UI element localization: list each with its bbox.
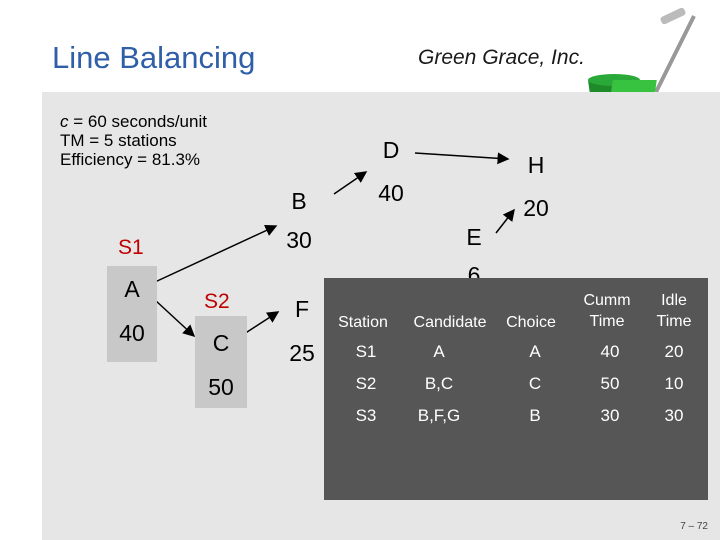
node-e-letter: E xyxy=(466,224,482,250)
node-h-time: 20 xyxy=(523,195,549,221)
node-c-time: 50 xyxy=(208,374,234,400)
arrow-e-h xyxy=(495,208,515,234)
table-cell: 40 xyxy=(600,342,620,361)
table-cell: 30 xyxy=(664,406,684,425)
node-d-letter: D xyxy=(382,137,400,163)
table-cell: B,C xyxy=(424,374,454,393)
node-f-time: 25 xyxy=(289,340,315,366)
slide-title: Line Balancing xyxy=(52,40,256,75)
cycle-time-value: = 60 seconds/unit xyxy=(68,112,207,131)
header-choice: Choice xyxy=(506,314,556,331)
table-cell: 10 xyxy=(664,374,684,393)
cycle-time-line: c = 60 seconds/unit xyxy=(60,112,207,131)
table-cell: B xyxy=(529,406,541,425)
table-cell: 20 xyxy=(664,342,684,361)
table-cell: A xyxy=(529,342,541,361)
arrow-d-h xyxy=(414,152,510,165)
table-cell: A xyxy=(433,342,445,361)
node-a-time: 40 xyxy=(119,320,145,346)
page-number: 7 – 72 xyxy=(680,521,708,532)
node-e-time: 6 xyxy=(467,262,481,278)
efficiency-line: Efficiency = 81.3% xyxy=(60,150,201,169)
table-cell: B,F,G xyxy=(417,406,461,425)
table-cell: S1 xyxy=(355,342,377,361)
arrow-c-f xyxy=(243,311,280,335)
node-a-letter: A xyxy=(124,276,140,302)
node-f-letter: F xyxy=(294,296,310,322)
node-d-time: 40 xyxy=(378,180,404,206)
table-cell: 30 xyxy=(600,406,620,425)
node-c-box xyxy=(195,316,247,408)
arrow-a-c xyxy=(154,299,196,338)
node-b-letter: B xyxy=(291,188,307,214)
arrow-b-d xyxy=(333,171,368,195)
station-label-s1: S1 xyxy=(118,236,144,259)
header-candidate: Candidate xyxy=(413,314,487,331)
cycle-time-var: c xyxy=(60,112,69,131)
arrow-a-b xyxy=(154,224,278,283)
balancing-table xyxy=(324,278,708,500)
table-cell: S3 xyxy=(355,406,377,425)
stations-line: TM = 5 stations xyxy=(60,131,177,150)
header-idle-time: Idle Time xyxy=(656,292,692,330)
node-c-letter: C xyxy=(212,330,230,356)
node-a-box xyxy=(107,266,157,362)
table-cell: S2 xyxy=(355,374,377,393)
node-e-time-clip: 6 xyxy=(452,262,496,278)
table-cell: C xyxy=(528,374,542,393)
table-cell: 50 xyxy=(600,374,620,393)
node-h-letter: H xyxy=(527,152,545,178)
header-station: Station xyxy=(338,314,388,331)
node-b-time: 30 xyxy=(286,227,312,253)
company-name: Green Grace, Inc. xyxy=(418,46,585,69)
station-label-s2: S2 xyxy=(204,290,230,313)
header-cumm-time: Cumm Time xyxy=(583,292,631,330)
line-parameters: c = 60 seconds/unit TM = 5 stations Effi… xyxy=(60,112,207,169)
